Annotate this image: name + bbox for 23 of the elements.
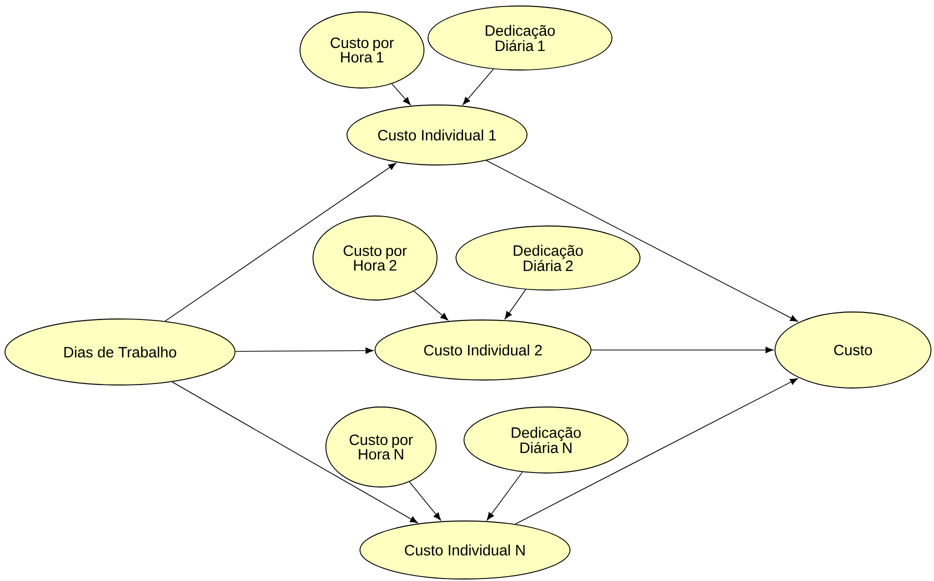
- ellipse-node: Custo por Hora N: [325, 406, 437, 488]
- arrow: [462, 68, 494, 105]
- arrow: [172, 381, 418, 524]
- ellipse-node: Dedicação Diária N: [464, 406, 628, 474]
- arrow: [164, 162, 396, 322]
- arrow: [514, 378, 798, 525]
- arrow: [486, 472, 523, 520]
- arrow: [235, 347, 374, 354]
- ellipse-node: Dedicação Diária 1: [428, 6, 612, 70]
- ellipse-node: Custo por Hora 1: [300, 12, 424, 88]
- arrow: [408, 481, 441, 520]
- arrow: [504, 289, 526, 320]
- ellipse-node: Custo Individual N: [360, 520, 570, 580]
- arrow: [591, 346, 774, 354]
- ellipse-node: Custo: [774, 312, 932, 388]
- arrow: [391, 83, 411, 106]
- arrow: [486, 160, 798, 322]
- ellipse-node: Custo Individual 2: [374, 320, 592, 380]
- arrow: [414, 290, 448, 320]
- ellipse-node: Dedicação Diária 2: [456, 226, 640, 290]
- ellipse-node: Dias de Trabalho: [4, 318, 236, 386]
- ellipse-node: Custo por Hora 2: [312, 216, 438, 300]
- ellipse-node: Custo Individual 1: [346, 104, 528, 166]
